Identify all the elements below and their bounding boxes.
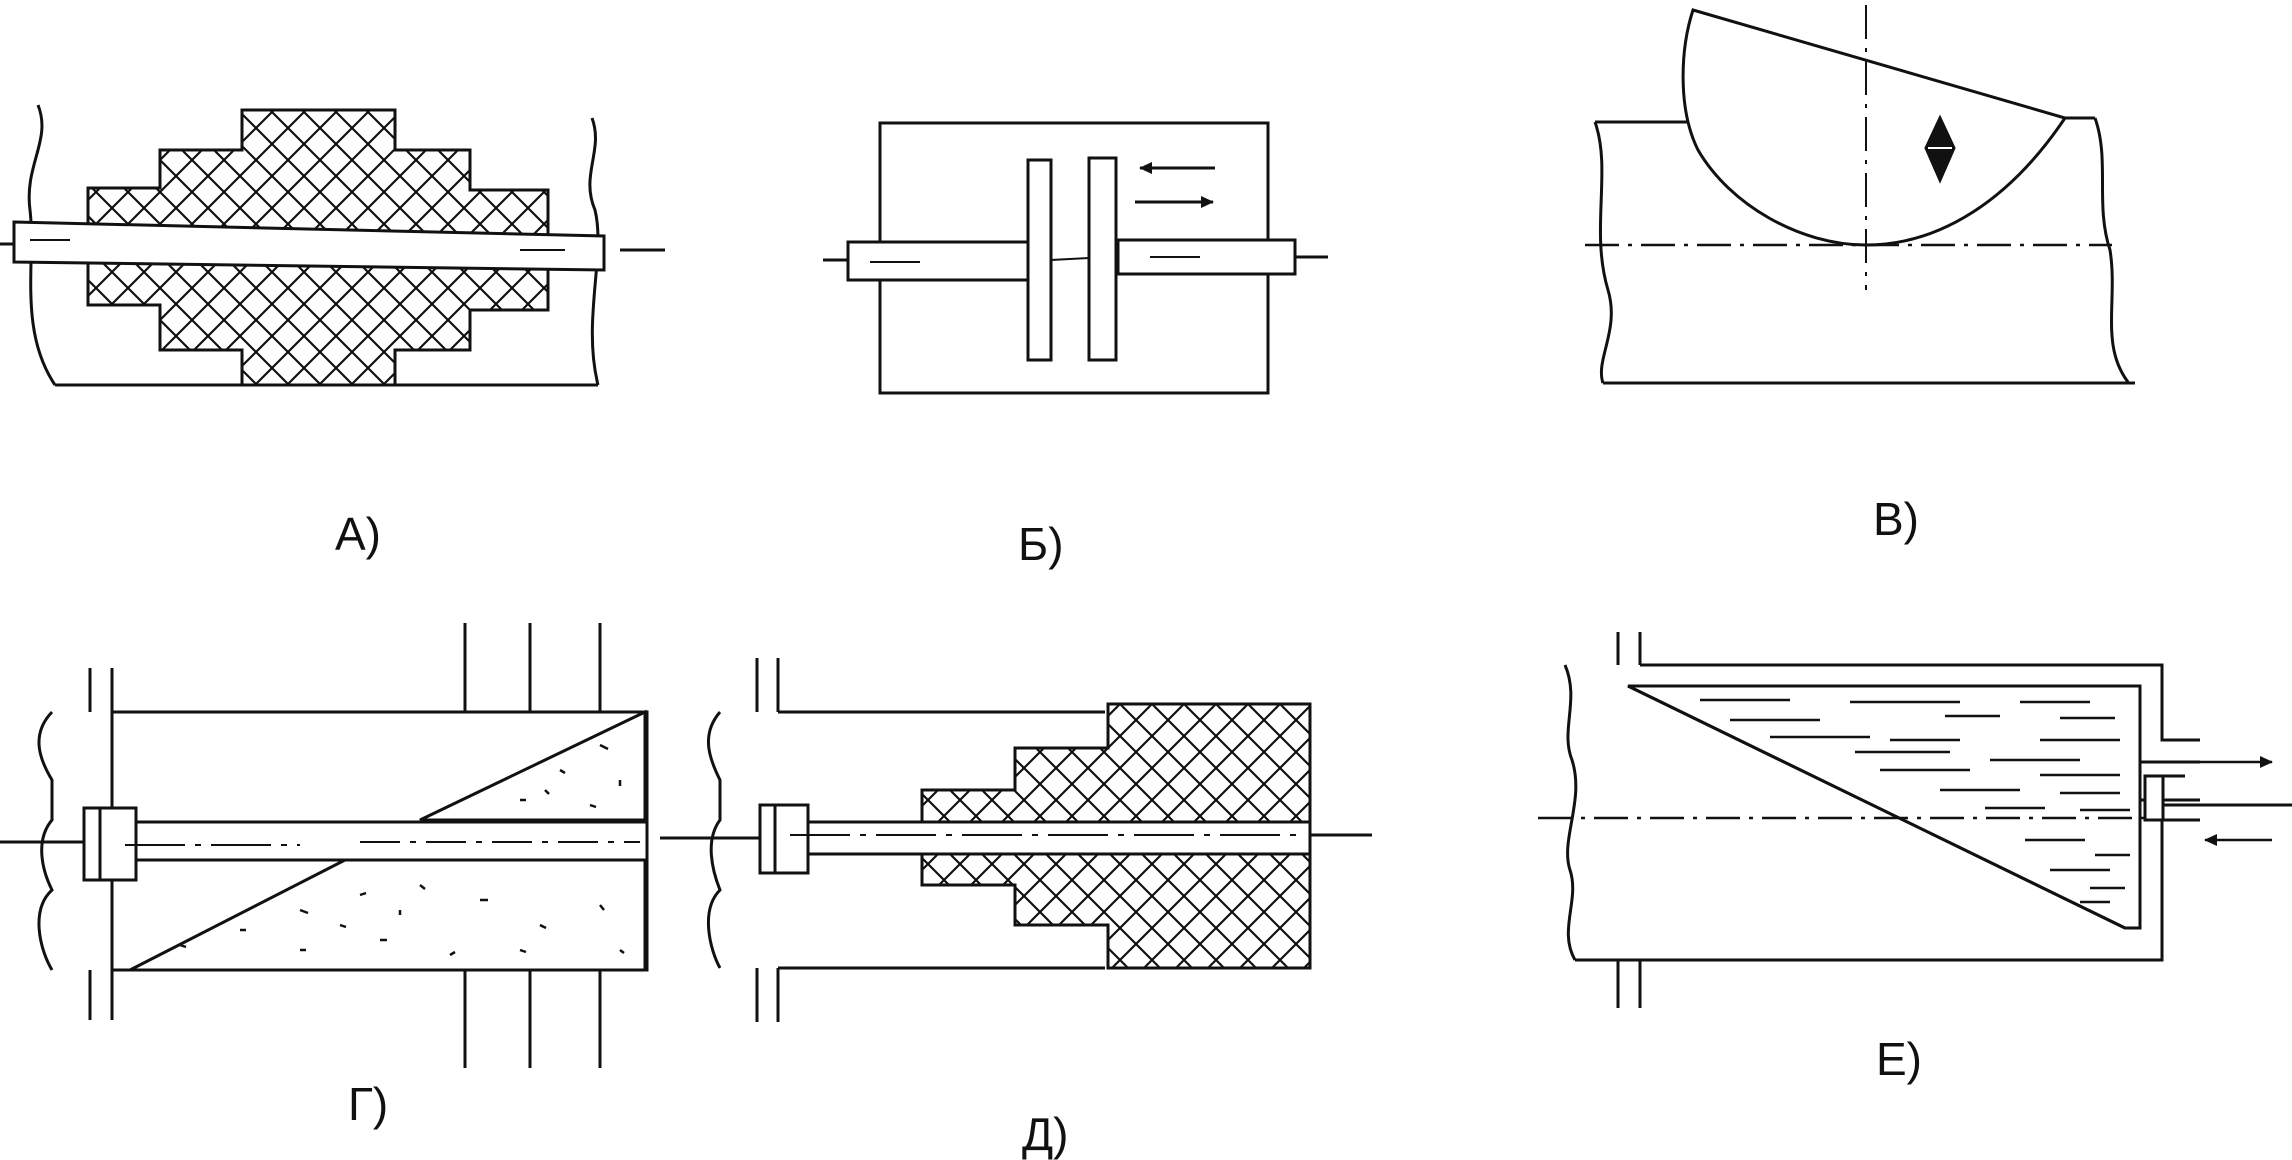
label-g: Г) bbox=[348, 1078, 388, 1130]
figure-a bbox=[0, 104, 665, 387]
label-v: В) bbox=[1873, 493, 1919, 545]
lower-wedge bbox=[129, 858, 647, 972]
figure-e bbox=[1538, 632, 2292, 1008]
disc-left bbox=[1026, 158, 1053, 362]
figure-v bbox=[1585, 5, 2135, 385]
shaft-right bbox=[1116, 238, 1297, 276]
label-a: А) bbox=[335, 508, 381, 560]
shaft bbox=[12, 220, 606, 272]
label-b: Б) bbox=[1018, 518, 1064, 570]
upper-wedge bbox=[419, 709, 647, 822]
shaft bbox=[776, 820, 1312, 856]
blade-segment bbox=[1681, 8, 2068, 247]
valve bbox=[2143, 774, 2165, 822]
disc-right bbox=[1087, 156, 1118, 362]
label-e: Е) bbox=[1876, 1033, 1922, 1085]
figure-d bbox=[660, 658, 1372, 1022]
sand-dots bbox=[179, 743, 625, 957]
liquid-lines bbox=[1700, 698, 2130, 904]
figure-b bbox=[823, 121, 1328, 395]
piston bbox=[758, 803, 810, 875]
figure-g bbox=[0, 623, 649, 1068]
label-d: Д) bbox=[1022, 1108, 1068, 1160]
